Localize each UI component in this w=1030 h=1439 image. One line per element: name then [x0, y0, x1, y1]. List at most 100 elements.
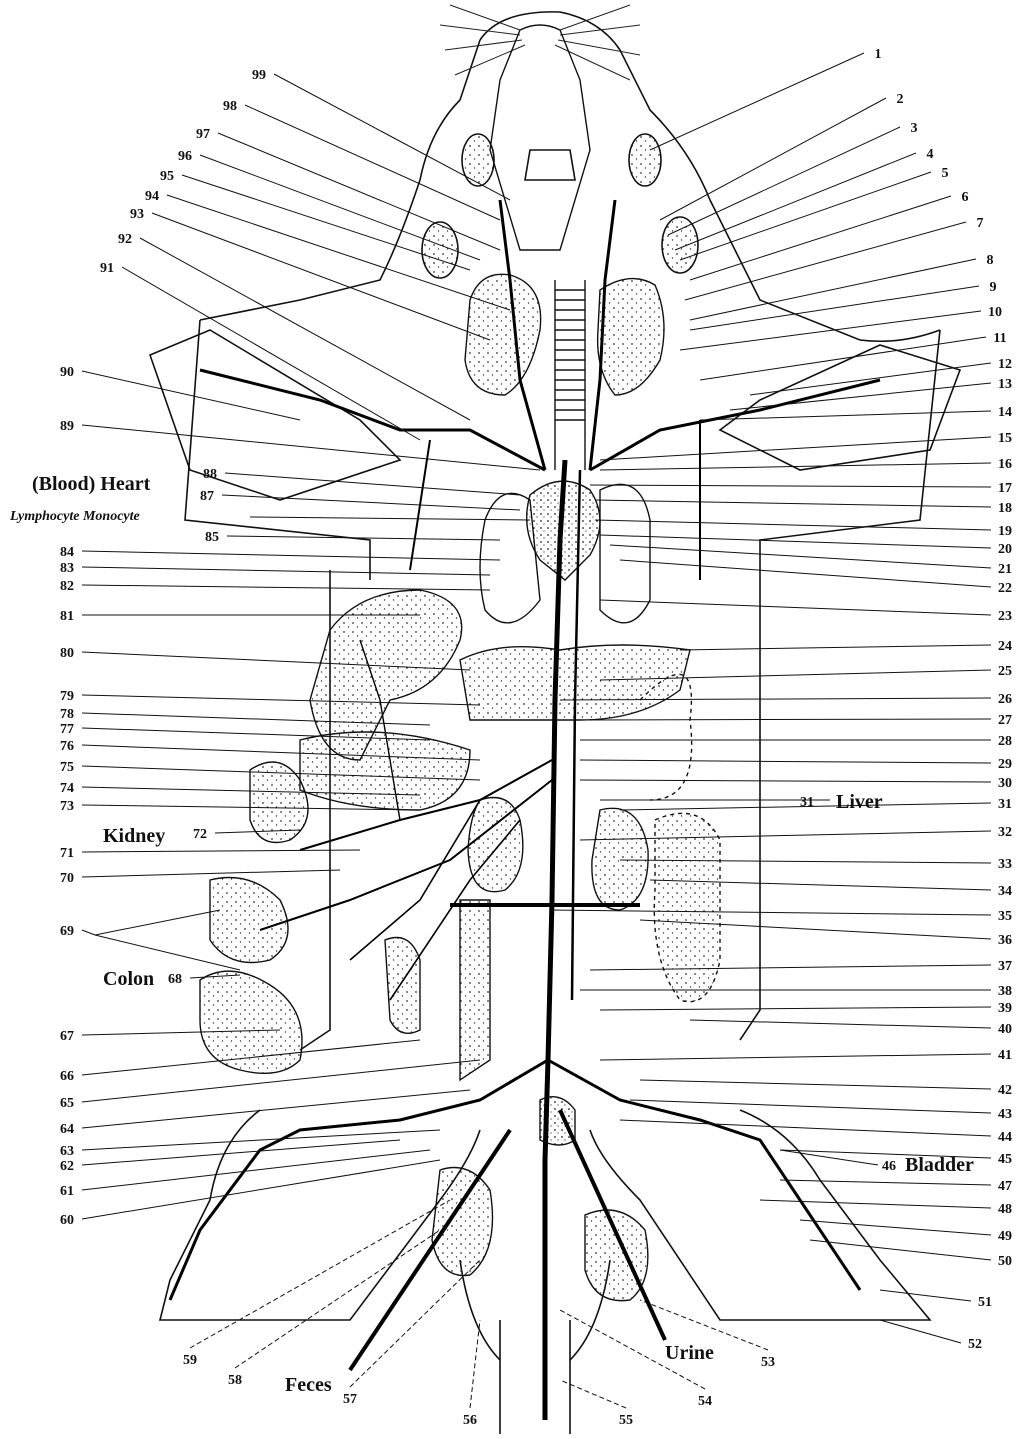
label-35: 35: [998, 909, 1012, 924]
label-13: 13: [998, 377, 1012, 392]
label-42: 42: [998, 1083, 1012, 1098]
label-79: 79: [60, 689, 74, 704]
label-82: 82: [60, 579, 74, 594]
label-89: 89: [60, 419, 74, 434]
label-17: 17: [998, 481, 1012, 496]
label-11: 11: [993, 331, 1006, 346]
label-75: 75: [60, 760, 74, 775]
label-78: 78: [60, 707, 74, 722]
leader-line-27: [580, 719, 991, 720]
label-58: 58: [228, 1373, 242, 1388]
leader-line-52: [880, 1320, 961, 1343]
label-92: 92: [118, 232, 132, 247]
liver-label: Liver: [836, 791, 883, 813]
label-52: 52: [968, 1337, 982, 1352]
label-5: 5: [942, 166, 949, 181]
leader-line-22: [620, 560, 991, 587]
leader-line-83: [82, 567, 490, 575]
label-72: 72: [193, 827, 207, 842]
label-83: 83: [60, 561, 74, 576]
label-51: 51: [978, 1295, 992, 1310]
label-96: 96: [178, 149, 192, 164]
leader-line-19: [595, 520, 991, 530]
label-22: 22: [998, 581, 1012, 596]
leader-line-40: [690, 1020, 991, 1028]
leader-line-21: [610, 545, 991, 568]
kidney-label: Kidney: [103, 825, 165, 847]
label-18: 18: [998, 501, 1012, 516]
label-68: 68: [168, 972, 182, 987]
label-61: 61: [60, 1184, 74, 1199]
label-70: 70: [60, 871, 74, 886]
label-94: 94: [145, 189, 159, 204]
leader-line-11: [700, 337, 986, 380]
label-77: 77: [60, 722, 74, 737]
leader-line-56: [470, 1320, 480, 1408]
leader-line-17: [590, 485, 991, 487]
leader-line-97: [218, 133, 500, 250]
leader-line-91: [122, 267, 420, 440]
label-95: 95: [160, 169, 174, 184]
label-73: 73: [60, 799, 74, 814]
label-76: 76: [60, 739, 74, 754]
leader-line-84: [82, 551, 500, 560]
leader-line-29: [580, 760, 991, 763]
label-12: 12: [998, 357, 1012, 372]
leader-line-92: [140, 238, 470, 420]
label-47: 47: [998, 1179, 1012, 1194]
label-40: 40: [998, 1022, 1012, 1037]
label-25: 25: [998, 664, 1012, 679]
leader-line-57: [350, 1260, 480, 1387]
label-30: 30: [998, 776, 1012, 791]
kidney-shape: [468, 798, 523, 892]
label-41: 41: [998, 1048, 1012, 1063]
label-53: 53: [761, 1355, 775, 1370]
label-71: 71: [60, 846, 74, 861]
label-34: 34: [998, 884, 1012, 899]
leader-line-51: [880, 1290, 971, 1301]
label-43: 43: [998, 1107, 1012, 1122]
label-10: 10: [988, 305, 1002, 320]
label-90: 90: [60, 365, 74, 380]
label-85: 85: [205, 530, 219, 545]
leader-line-42: [640, 1080, 991, 1089]
label-32: 32: [998, 825, 1012, 840]
label-65: 65: [60, 1096, 74, 1111]
label-69: 69: [60, 924, 74, 939]
leader-line-47: [780, 1180, 991, 1185]
organ-shapes: [200, 274, 720, 1300]
leader-line-59: [190, 1200, 450, 1348]
leader-line-43: [630, 1100, 991, 1113]
leader-line-90: [82, 371, 300, 420]
label-67: 67: [60, 1029, 74, 1044]
label-36: 36: [998, 933, 1012, 948]
leader-line-3: [668, 127, 900, 235]
colon-label: Colon: [103, 968, 154, 990]
label-63: 63: [60, 1144, 74, 1159]
leader-line-48: [760, 1200, 991, 1208]
leader-line-9: [690, 286, 979, 330]
leader-line-49: [800, 1220, 991, 1235]
leader-line-60: [82, 1160, 440, 1219]
label-7: 7: [977, 216, 984, 231]
label-31-inline: 31: [800, 795, 814, 810]
leader-line-15: [600, 437, 991, 460]
leader-line-2: [660, 98, 886, 220]
label-31: 31: [998, 797, 1012, 812]
label-21: 21: [998, 562, 1012, 577]
leader-line-39: [600, 1007, 991, 1010]
label-97: 97: [196, 127, 210, 142]
leader-line-24: [680, 645, 991, 650]
leader-line-30: [580, 780, 991, 782]
label-59: 59: [183, 1353, 197, 1368]
label-80: 80: [60, 646, 74, 661]
leader-line-44: [620, 1120, 991, 1136]
label-24: 24: [998, 639, 1012, 654]
label-15: 15: [998, 431, 1012, 446]
bladder-label: Bladder: [905, 1154, 974, 1176]
leader-line-20: [600, 535, 991, 548]
leader-line-62: [82, 1140, 400, 1165]
label-88: 88: [203, 467, 217, 482]
label-37: 37: [998, 959, 1012, 974]
label-62: 62: [60, 1159, 74, 1174]
